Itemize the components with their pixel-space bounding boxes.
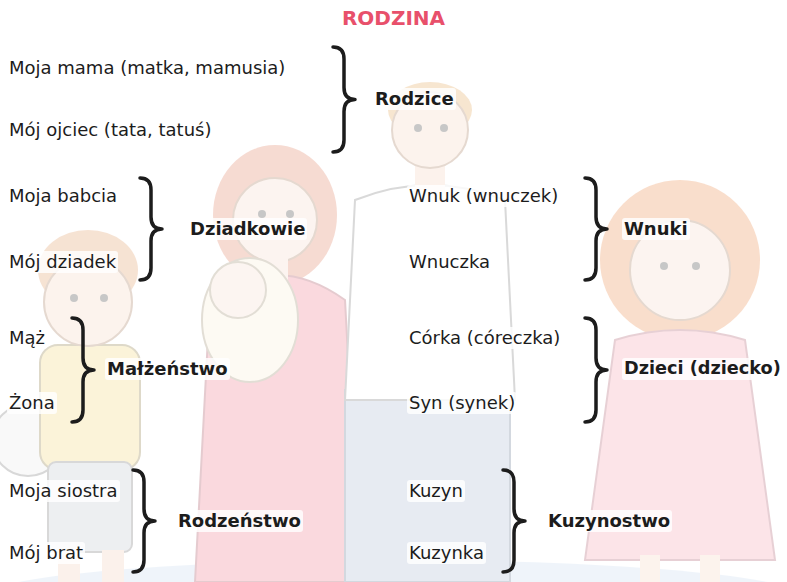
group-label: Kuzynostwo <box>546 510 672 532</box>
curly-bracket <box>140 178 162 280</box>
boy-figure <box>0 230 140 582</box>
curly-bracket <box>503 470 525 572</box>
curly-bracket <box>72 318 94 422</box>
curly-bracket <box>333 47 355 152</box>
term-label: Mój dziadek <box>7 251 118 273</box>
term-label: Kuzynka <box>407 542 486 564</box>
group-label: Rodzeństwo <box>176 510 303 532</box>
term-label: Kuzyn <box>407 480 465 502</box>
term-label: Syn (synek) <box>407 392 517 414</box>
term-label: Mój brat <box>7 542 85 564</box>
term-label: Moja siostra <box>7 480 120 502</box>
curly-bracket <box>585 318 607 422</box>
term-label: Żona <box>7 392 57 414</box>
group-label: Małżeństwo <box>105 358 230 380</box>
curly-bracket <box>133 470 155 572</box>
title: RODZINA <box>340 6 447 30</box>
group-label: Wnuki <box>622 218 690 240</box>
term-label: Córka (córeczka) <box>407 327 562 349</box>
term-label: Moja babcia <box>7 185 119 207</box>
term-label: Wnuczka <box>407 251 492 273</box>
curly-bracket <box>585 178 607 280</box>
term-label: Wnuk (wnuczek) <box>407 185 560 207</box>
term-label: Moja mama (matka, mamusia) <box>7 57 287 79</box>
term-label: Mój ojciec (tata, tatuś) <box>7 119 213 141</box>
group-label: Dziadkowie <box>188 218 307 240</box>
group-label: Rodzice <box>373 88 456 110</box>
group-label: Dzieci (dziecko) <box>622 358 783 379</box>
term-label: Mąż <box>7 327 47 349</box>
